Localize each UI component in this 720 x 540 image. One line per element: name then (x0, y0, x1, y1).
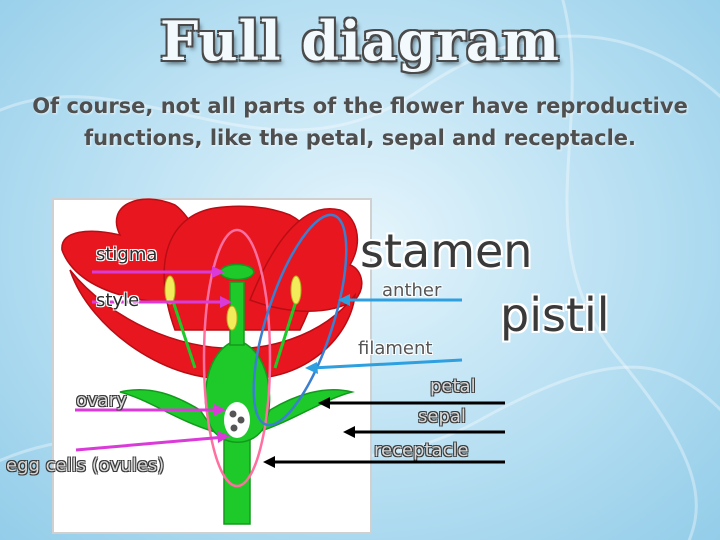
filament-left (170, 297, 197, 369)
label-stamen: stamen (360, 224, 533, 278)
petal-bottom (69, 269, 357, 380)
pointer-sepal-arrowhead (343, 426, 355, 438)
anther-center (226, 305, 238, 331)
pistil-outline (202, 228, 272, 488)
stamens (164, 275, 302, 369)
pointer-style-arrowhead (220, 296, 232, 308)
ovule-chamber (224, 402, 250, 438)
pointer-filament-arrowhead (305, 362, 318, 374)
pointer-lines (75, 266, 505, 468)
pointer-egg-cells (75, 435, 226, 452)
ovary (204, 339, 271, 443)
petals (61, 198, 363, 380)
filament-right (273, 297, 299, 369)
ovule (229, 410, 237, 418)
pointer-ovary-arrowhead (214, 404, 226, 416)
label-petal: petal (430, 376, 476, 397)
anther-left (164, 275, 176, 305)
subtitle: Of course, not all parts of the flower h… (0, 90, 720, 154)
ovules (224, 402, 250, 438)
ovule (230, 424, 238, 432)
pointer-egg-cells-arrowhead (217, 431, 230, 443)
pointer-stigma-arrowhead (212, 266, 225, 278)
pointer-anther-arrowhead (338, 294, 350, 306)
label-stigma: stigma (96, 244, 158, 265)
ovule (237, 416, 245, 424)
page-title: Full diagram (159, 9, 561, 73)
pointer-petal-arrowhead (318, 397, 330, 409)
label-egg-cells: egg cells (ovules) (6, 455, 165, 476)
label-receptacle: receptacle (374, 440, 469, 461)
pointer-filament (311, 358, 463, 370)
subtitle-line-1: Of course, not all parts of the flower h… (32, 94, 688, 118)
stigma (219, 263, 255, 281)
label-filament: filament (358, 338, 433, 359)
label-style: style (96, 290, 140, 311)
label-sepal: sepal (418, 406, 466, 427)
subtitle-line-2: functions, like the petal, sepal and rec… (83, 126, 637, 150)
label-ovary: ovary (76, 390, 127, 411)
stamen-outline (252, 213, 348, 427)
pointer-receptacle-arrowhead (263, 456, 275, 468)
label-pistil: pistil (500, 288, 610, 342)
label-anther: anther (382, 280, 442, 301)
anther-right (290, 275, 302, 305)
